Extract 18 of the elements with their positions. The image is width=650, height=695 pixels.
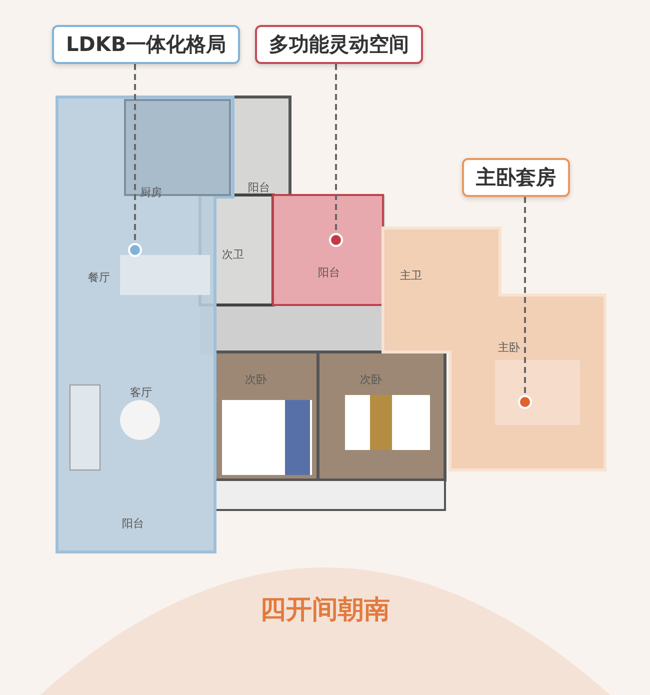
room-label: 厨房 <box>140 185 162 200</box>
room-label: 主卫 <box>400 268 422 283</box>
leader-line <box>335 64 337 233</box>
room-label: 餐厅 <box>88 270 110 285</box>
room-label: 主卧 <box>498 340 520 355</box>
callout-box: LDKB一体化格局 <box>52 25 240 64</box>
room-label: 次卧 <box>360 372 382 387</box>
room-label: 阳台 <box>318 265 340 280</box>
room-label: 次卫 <box>222 247 244 262</box>
room-label: 客厅 <box>130 385 152 400</box>
leader-line <box>134 64 136 243</box>
room-label: 阳台 <box>122 516 144 531</box>
room-label: 次卧 <box>245 372 267 387</box>
leader-line <box>524 197 526 395</box>
callout-box: 多功能灵动空间 <box>255 25 423 64</box>
caption: 四开间朝南 <box>259 594 391 627</box>
callout-box: 主卧套房 <box>462 158 570 197</box>
room-label: 阳台 <box>248 180 270 195</box>
